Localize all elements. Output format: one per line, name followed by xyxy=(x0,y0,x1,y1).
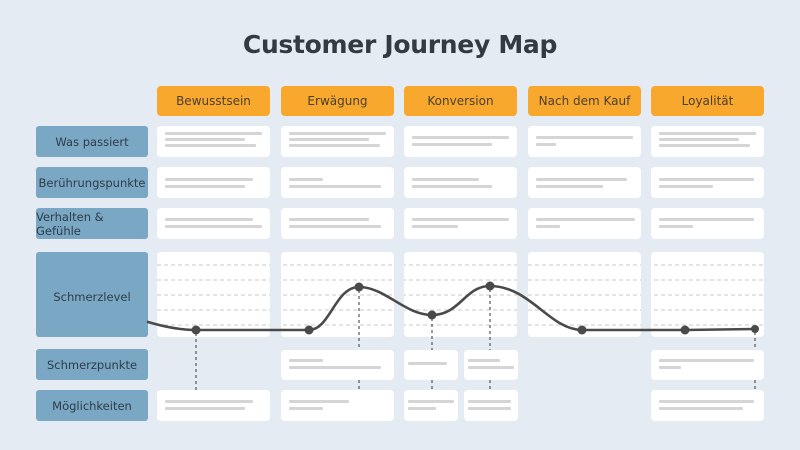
card-placeholder xyxy=(651,390,764,421)
card-placeholder xyxy=(281,126,394,157)
chart-gridlines xyxy=(157,264,764,326)
card-placeholder xyxy=(651,208,764,239)
pain-curve xyxy=(146,284,757,332)
card-placeholder xyxy=(404,208,517,239)
connector-lines xyxy=(195,289,756,390)
card-placeholder xyxy=(281,167,394,198)
card-placeholder xyxy=(528,167,641,198)
card-placeholder xyxy=(157,390,270,421)
row-label-was-passiert: Was passiert xyxy=(36,126,148,157)
card-placeholder xyxy=(157,208,270,239)
stage-header-nach-dem-kauf: Nach dem Kauf xyxy=(528,86,641,116)
stage-header-loyalitaet: Loyalität xyxy=(651,86,764,116)
pain-markers xyxy=(191,281,759,335)
card-placeholder xyxy=(404,167,517,198)
row-label-verhalten-gefuehle: Verhalten & Gefühle xyxy=(36,208,148,239)
stage-header-konversion: Konversion xyxy=(404,86,517,116)
card-placeholder xyxy=(281,390,394,421)
row-label-moeglichkeiten: Möglichkeiten xyxy=(36,390,148,421)
row-label-beruehrungspunkte: Berührungspunkte xyxy=(36,167,148,198)
card-placeholder xyxy=(281,208,394,239)
card-placeholder xyxy=(157,126,270,157)
stage-header-erwaegung: Erwägung xyxy=(281,86,394,116)
stage-header-bewusstsein: Bewusstsein xyxy=(157,86,270,116)
card-placeholder xyxy=(464,350,518,380)
card-placeholder xyxy=(651,167,764,198)
row-label-schmerzlevel: Schmerzlevel xyxy=(36,252,148,337)
card-placeholder xyxy=(404,390,458,421)
card-placeholder xyxy=(281,350,394,380)
card-placeholder xyxy=(651,350,764,380)
card-placeholder xyxy=(464,390,518,421)
card-placeholder xyxy=(404,126,517,157)
card-placeholder xyxy=(528,126,641,157)
card-placeholder xyxy=(157,167,270,198)
row-label-schmerzpunkte: Schmerzpunkte xyxy=(36,349,148,380)
card-placeholder xyxy=(651,126,764,157)
card-placeholder xyxy=(528,208,641,239)
card-placeholder xyxy=(404,350,458,380)
page-title: Customer Journey Map xyxy=(242,30,558,59)
